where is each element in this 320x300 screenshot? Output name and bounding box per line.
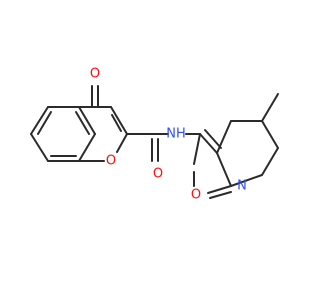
bond xyxy=(30,133,49,162)
bond xyxy=(193,133,201,165)
amide-oxygen: O xyxy=(153,167,163,182)
bond xyxy=(230,174,263,187)
bond xyxy=(30,106,49,135)
bond xyxy=(78,106,96,135)
bond xyxy=(216,120,232,154)
bond xyxy=(261,93,279,122)
bond xyxy=(110,106,128,135)
bond xyxy=(216,152,232,187)
bond-double-inner xyxy=(111,114,122,132)
atom-labels: O O O NH O N xyxy=(90,67,247,203)
pyran-oxygen: O xyxy=(106,154,116,169)
bond-double-inner xyxy=(75,111,90,135)
bond xyxy=(78,133,96,162)
bond-double xyxy=(204,129,222,149)
chemical-structure: O O O NH O N xyxy=(30,67,279,203)
bond-double-inner xyxy=(37,111,52,135)
bond xyxy=(199,133,218,154)
bond xyxy=(116,133,128,153)
bond xyxy=(207,185,232,194)
bond xyxy=(261,147,279,176)
isoxazole-oxygen: O xyxy=(191,188,201,203)
amide-nitrogen: NH xyxy=(166,127,186,142)
ketone-oxygen: O xyxy=(90,67,100,82)
bond-double xyxy=(209,191,232,199)
bond xyxy=(261,120,279,149)
isoxazole-nitrogen: N xyxy=(237,179,247,194)
bond-lines xyxy=(30,85,279,199)
